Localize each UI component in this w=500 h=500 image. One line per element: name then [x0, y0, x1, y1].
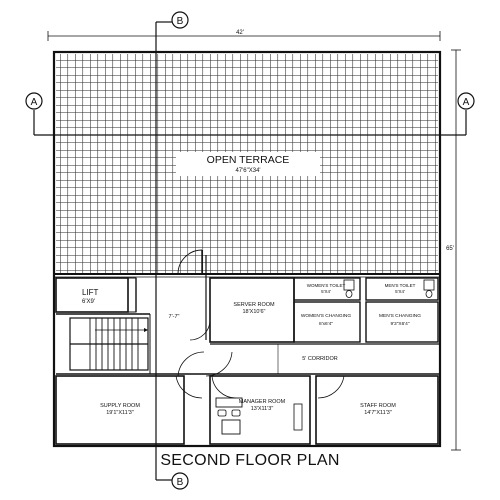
depth-dimension: 65' [446, 49, 461, 451]
mens-changing-name: MEN'S CHANGING [379, 313, 421, 319]
corridor-label: 5' CORRIDOR [302, 356, 338, 362]
mens-changing-size: 9'3"X6'4" [390, 321, 409, 327]
section-marker-b-top: B [171, 11, 189, 29]
server-room-size: 18'X10'6" [242, 309, 265, 315]
section-marker-b-bottom: B [171, 472, 189, 490]
womens-changing: WOMEN'S CHANGING 8'x6'4" [293, 301, 361, 343]
womens-changing-size: 8'x6'4" [319, 321, 333, 327]
depth-label: 65' [446, 246, 454, 252]
staircase: 7'-7" [69, 314, 180, 371]
marker-b-bottom-label: B [177, 477, 184, 488]
section-marker-a-right: A [457, 92, 475, 110]
mens-toilet-name: MEN'S TOILET [385, 283, 416, 288]
staff-room-size: 14'7"X11'3" [364, 410, 392, 416]
open-terrace-name: OPEN TERRACE [207, 154, 290, 166]
manager-room-name: MANAGER ROOM [239, 399, 286, 405]
marker-a-left-label: A [31, 97, 38, 108]
supply-room-name: SUPPLY ROOM [100, 403, 140, 409]
staff-room: STAFF ROOM 14'7"X11'3" [315, 375, 439, 445]
womens-toilet-size: 5'X4' [321, 289, 331, 294]
corridor: 5' CORRIDOR [150, 343, 440, 375]
width-dimension: 42' [47, 30, 441, 41]
womens-toilet: WOMEN'S TOILET 5'X4' [293, 277, 361, 301]
manager-room-size: 13'X11'3" [251, 406, 274, 412]
marker-b-top-label: B [177, 16, 184, 27]
staff-room-name: STAFF ROOM [360, 403, 396, 409]
mens-toilet: MEN'S TOILET 5'X4' [365, 277, 439, 301]
width-label: 42' [236, 30, 244, 36]
womens-changing-name: WOMEN'S CHANGING [301, 313, 351, 319]
outer-wall [52, 50, 442, 448]
open-terrace-size: 47'6"X34' [235, 168, 260, 174]
mens-toilet-size: 5'X4' [395, 289, 405, 294]
lift-size: 6'X9' [82, 299, 95, 305]
server-room-name: SERVER ROOM [233, 302, 275, 308]
womens-toilet-name: WOMEN'S TOILET [307, 283, 346, 288]
supply-room-size: 19'1"X11'3" [106, 410, 134, 416]
supply-room: SUPPLY ROOM 19'1"X11'3" [55, 375, 203, 445]
marker-a-right-label: A [463, 97, 470, 108]
terrace-label-backdrop [176, 152, 320, 176]
manager-room: MANAGER ROOM 13'X11'3" [209, 375, 311, 445]
stair-landing-size: 7'-7" [169, 314, 180, 320]
plan-title: SECOND FLOOR PLAN [160, 452, 340, 469]
mens-changing: MEN'S CHANGING 9'3"X6'4" [365, 301, 439, 343]
lift-room: LIFT 6'X9' [55, 277, 137, 313]
lift-name: LIFT [82, 288, 99, 297]
section-marker-a-left: A [25, 92, 43, 110]
section-line-b [155, 21, 172, 481]
section-line-a [33, 110, 467, 136]
